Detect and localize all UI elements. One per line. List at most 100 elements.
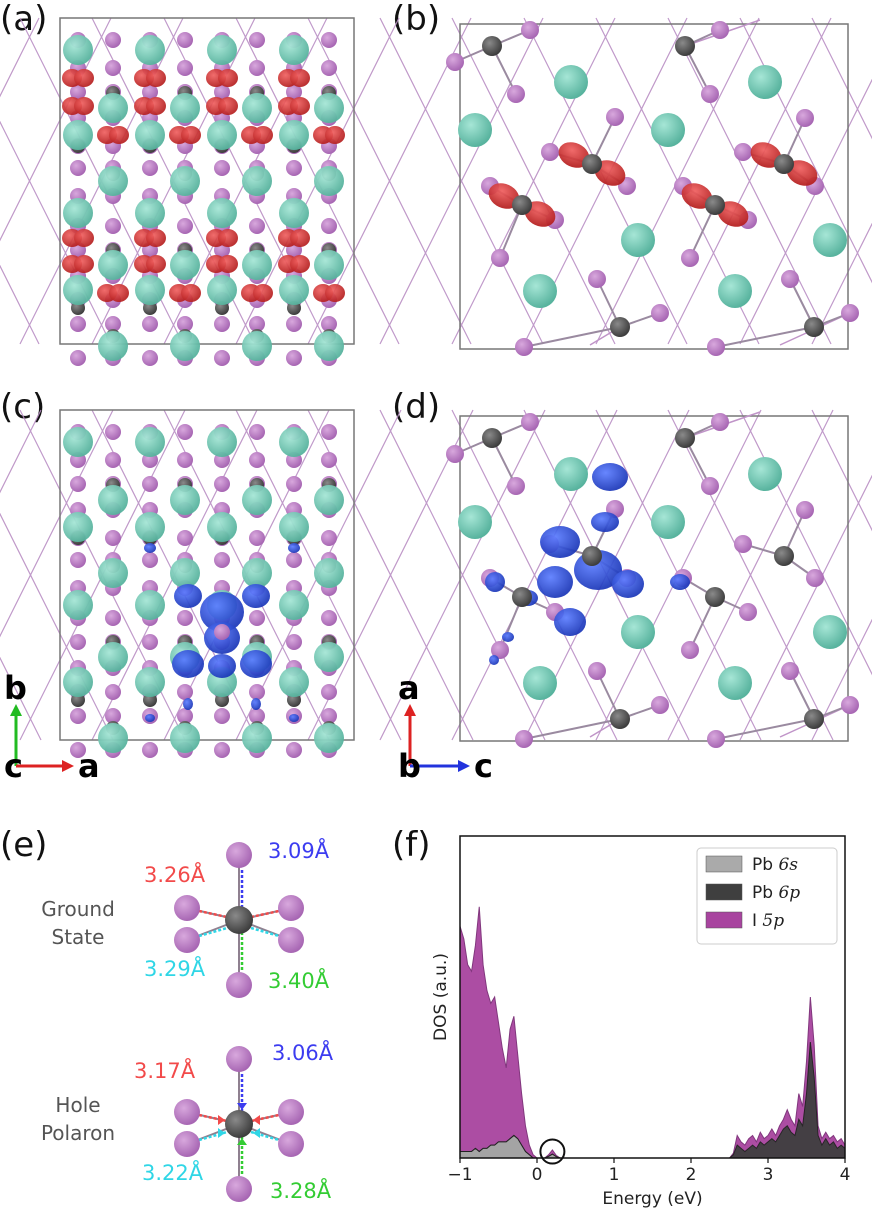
cesium-atom [314, 485, 344, 515]
iodine-atom [142, 742, 158, 758]
electron-lobe [717, 201, 749, 227]
iodine-atom [606, 108, 624, 126]
cesium-atom [242, 250, 272, 280]
cesium-atom [523, 274, 557, 308]
electron-lobe [750, 142, 782, 168]
panel-label-d: (d) [392, 387, 441, 427]
iodine-atom [249, 708, 265, 724]
cesium-atom [63, 35, 93, 65]
iodine-atom [177, 316, 193, 332]
iodine-atom [321, 610, 337, 626]
iodine-atom [651, 304, 669, 322]
cesium-atom [813, 223, 847, 257]
iodine-atom [286, 160, 302, 176]
cesium-atom [207, 275, 237, 305]
cesium-atom [135, 120, 165, 150]
polaron-dist-red: 3.17Å [134, 1057, 196, 1083]
iodine-atom [446, 53, 464, 71]
iodine-atom [796, 109, 814, 127]
hole-density-lobe [670, 574, 690, 590]
iodine-atom [711, 21, 729, 39]
iodine-atom [491, 641, 509, 659]
hole-density-lobe [591, 512, 619, 532]
iodine-atom [286, 742, 302, 758]
iodine-atom [177, 610, 193, 626]
electron-lobe [146, 69, 166, 87]
iodine-atom [515, 730, 533, 748]
axis-label-c-origin: c [4, 747, 23, 785]
panel-label-b: (b) [392, 0, 441, 39]
iodine-atom [796, 501, 814, 519]
cesium-atom [170, 485, 200, 515]
axis-label-c-right: a [78, 747, 100, 785]
arrow-head [237, 1138, 247, 1145]
iodine-atom [321, 708, 337, 724]
electron-lobe [74, 97, 94, 115]
iodine-atom [105, 610, 121, 626]
iodine-atom [214, 742, 230, 758]
arrow-head [218, 1115, 225, 1125]
cesium-atom [314, 250, 344, 280]
electron-lobe [181, 284, 201, 302]
cesium-atom [242, 485, 272, 515]
electron-lobe [524, 201, 556, 227]
electron-lobe [786, 160, 818, 186]
lead-atom [610, 317, 630, 337]
lead-atom [610, 709, 630, 729]
iodine-atom [278, 1131, 304, 1157]
cesium-atom [63, 120, 93, 150]
electron-lobe [290, 69, 310, 87]
x-tick-label: 4 [840, 1165, 851, 1185]
electron-lobe [218, 229, 238, 247]
polaron-label-1: Hole [55, 1093, 100, 1117]
hole-density-lobe [485, 572, 505, 592]
lead-atom [705, 587, 725, 607]
iodine-atom [70, 634, 86, 650]
arrow-head [218, 1128, 225, 1138]
electron-lobe [218, 69, 238, 87]
iodine-atom [70, 476, 86, 492]
electron-lobe [218, 255, 238, 273]
iodine-atom [105, 530, 121, 546]
legend-label: Pb 6p [752, 883, 800, 903]
lead-atom [804, 709, 824, 729]
iodine-atom [177, 530, 193, 546]
polaron-dist-blue: 3.06Å [272, 1039, 334, 1065]
electron-lobe [594, 160, 626, 186]
iodine-atom [249, 424, 265, 440]
hole-density-lobe [144, 543, 156, 553]
iodine-atom [142, 350, 158, 366]
legend-swatch [705, 911, 743, 929]
iodine-atom [249, 530, 265, 546]
electron-lobe [146, 97, 166, 115]
lead-atom [582, 546, 602, 566]
cesium-atom [748, 65, 782, 99]
electron-lobe [558, 142, 590, 168]
iodine-atom [278, 1099, 304, 1125]
lead-atom [512, 587, 532, 607]
polaron-dist-cyan: 3.22Å [142, 1159, 204, 1185]
x-tick-label: 0 [532, 1165, 543, 1185]
iodine-atom [321, 60, 337, 76]
cesium-atom [170, 723, 200, 753]
iodine-atom [142, 84, 158, 100]
iodine-atom [507, 85, 525, 103]
x-tick-label: −1 [447, 1165, 472, 1185]
panel-label-a: (a) [0, 0, 48, 39]
ground-dist-cyan: 3.29Å [144, 955, 206, 981]
iodine-atom [105, 452, 121, 468]
iodine-atom [177, 32, 193, 48]
dos-series-pb-6s [460, 1134, 845, 1158]
cesium-atom [98, 331, 128, 361]
hole-density-lobe [145, 714, 155, 722]
cesium-atom [458, 113, 492, 147]
cesium-atom [207, 512, 237, 542]
x-tick-label: 2 [686, 1165, 697, 1185]
hole-density-lobe [251, 698, 261, 710]
cesium-atom [207, 427, 237, 457]
iodine-atom [105, 60, 121, 76]
cesium-atom [170, 558, 200, 588]
